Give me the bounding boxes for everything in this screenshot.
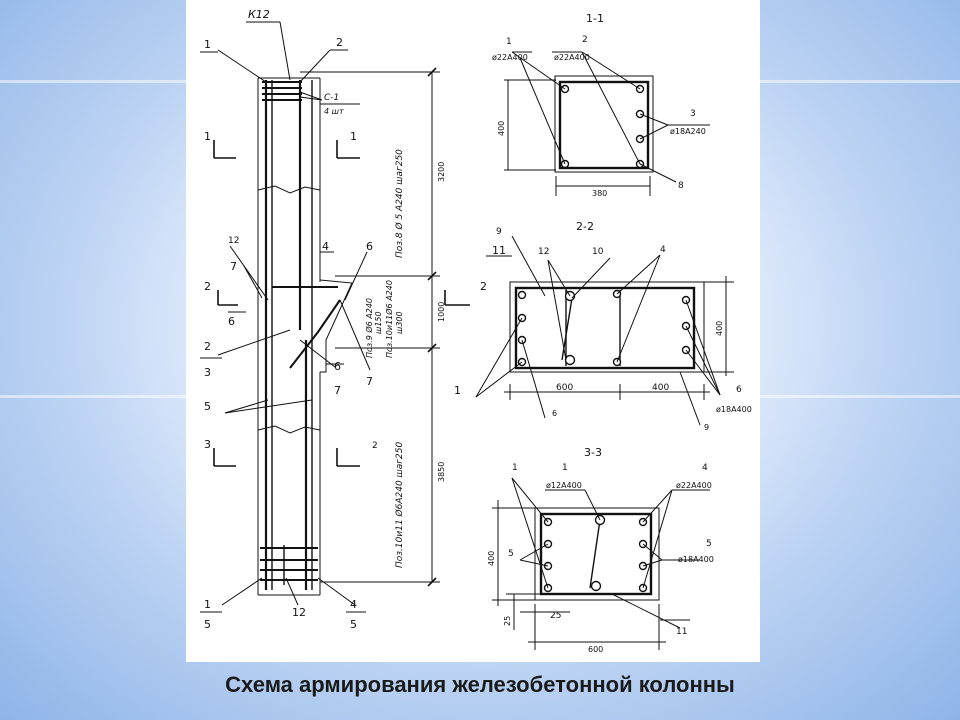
dim-3200: 3200	[437, 162, 446, 182]
s2-pos-4: 4	[660, 245, 666, 255]
section-2-2	[475, 235, 734, 426]
label-pos-4: 4	[322, 240, 329, 253]
bottom-label-1: 1	[204, 598, 211, 611]
section-3-3	[492, 477, 710, 650]
label-pos-7-console: 7	[334, 384, 341, 397]
elev-section-3-left: 3	[204, 438, 211, 451]
s3-pos-4: 4	[702, 463, 708, 473]
pos10-note: Поз.10и11Ø6 А240	[384, 280, 394, 358]
s1-pos-1-bar: ø22А400	[492, 53, 528, 62]
section-1-title: 1-1	[586, 12, 604, 25]
label-pos-6: 6	[366, 240, 373, 253]
section-1-1	[504, 51, 710, 196]
s2-pos-9: 9	[496, 227, 502, 237]
label-pos-6-console: 6	[334, 360, 341, 373]
bottom-label-1-sub: 5	[204, 618, 211, 631]
s1-pos-2: 2	[582, 35, 588, 45]
label-pos-6-left: 6	[228, 315, 235, 328]
bottom-label-4-sub: 5	[350, 618, 357, 631]
label-pos-12: 12	[228, 236, 239, 246]
pos8-note: Поз.8 Ø 5 А240 шаг250	[394, 149, 405, 258]
s2-pos-6-right: 6	[736, 385, 742, 395]
pos9-note: Поз.9 Ø6 А240	[364, 298, 374, 358]
s2-height: 400	[715, 321, 724, 336]
s3-width: 600	[588, 645, 603, 654]
mesh-mark: С-1	[324, 93, 339, 103]
elev-section-2-left: 2	[204, 280, 211, 293]
reinforcement-drawing: К12 1 2 С-1 4 шт 1 1 2 2 3 2 12 7 4 6 6 …	[200, 8, 752, 654]
s2-pos-6-bottom: 6	[552, 409, 557, 418]
s3-pos-1-left: 1	[512, 463, 518, 473]
s1-width: 380	[592, 189, 607, 198]
section-3-title: 3-3	[584, 446, 602, 459]
s3-cover-width: 25	[550, 611, 561, 621]
diagram-caption: Схема армирования железобетонной колонны	[225, 672, 735, 697]
pos10-lower-note: Поз.10и11 Ø6А240 шаг250	[394, 442, 405, 568]
label-pos-1: 1	[204, 38, 211, 51]
s3-pos-1-right: 1	[562, 463, 568, 473]
s1-pos-2-bar: ø22А400	[554, 53, 590, 62]
s3-pos-5-bar: ø18А400	[678, 555, 714, 564]
column-elevation	[200, 21, 470, 606]
s2-pos-1: 1	[454, 384, 461, 397]
column-mark: К12	[248, 8, 270, 21]
s1-height: 400	[497, 121, 506, 136]
drawing-panel: К12 1 2 С-1 4 шт 1 1 2 2 3 2 12 7 4 6 6 …	[186, 0, 760, 662]
bottom-label-12: 12	[292, 606, 306, 619]
s3-pos-5-right: 5	[706, 539, 712, 549]
dim-3850: 3850	[437, 462, 446, 482]
s2-pos-12: 12	[538, 247, 549, 257]
pos9-spacing: ш150	[374, 311, 383, 334]
label-pos-5: 5	[204, 400, 211, 413]
s3-cover-height: 25	[503, 616, 512, 626]
label-pos-7-right: 7	[366, 375, 373, 388]
bottom-label-4: 4	[350, 598, 357, 611]
section-2-title: 2-2	[576, 220, 594, 233]
s2-pos-6-bar: ø18А400	[716, 405, 752, 414]
dim-1000: 1000	[437, 302, 446, 322]
label-pos-2: 2	[336, 36, 343, 49]
s1-pos-1: 1	[506, 37, 512, 47]
s3-pos-1-bar: ø12А400	[546, 481, 582, 490]
label-pos-2-sub: 3	[204, 366, 211, 379]
s3-height: 400	[487, 551, 496, 566]
elev-section-3-right: 2	[372, 441, 378, 451]
s2-pos-9-bottom: 9	[704, 423, 709, 432]
s2-width-400: 400	[652, 383, 669, 393]
mesh-qty: 4 шт	[324, 107, 344, 116]
elev-section-2-right: 2	[480, 280, 487, 293]
elev-section-1-left: 1	[204, 130, 211, 143]
pos10-spacing: ш300	[395, 311, 404, 334]
s3-pos-11: 11	[676, 627, 687, 637]
s1-pos-3-bar: ø18А240	[670, 127, 706, 136]
label-pos-2-mid: 2	[204, 340, 211, 353]
s2-pos-11: 11	[492, 244, 506, 257]
s2-pos-10: 10	[592, 247, 604, 257]
elev-section-1-right: 1	[350, 130, 357, 143]
s3-pos-5-left: 5	[508, 549, 514, 559]
s3-pos-4-bar: ø22А400	[676, 481, 712, 490]
s2-width-600: 600	[556, 383, 573, 393]
label-pos-7: 7	[230, 260, 237, 273]
s1-pos-3: 3	[690, 109, 696, 119]
s1-pos-8: 8	[678, 181, 684, 191]
